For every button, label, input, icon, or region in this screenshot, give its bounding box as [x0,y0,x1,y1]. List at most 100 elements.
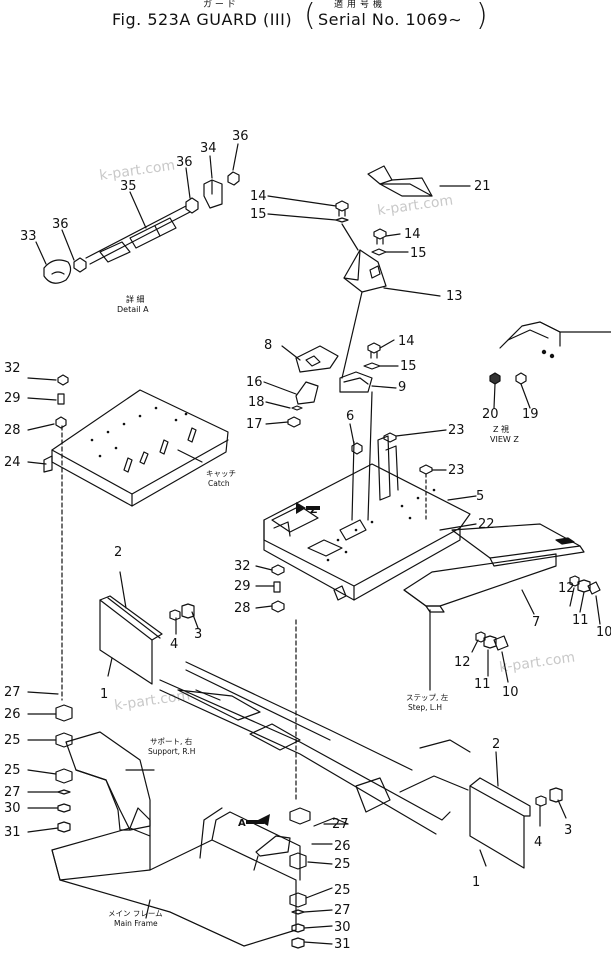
callout-12: 12 [558,581,575,596]
step-part-7 [403,553,557,615]
washer-part-28-left [55,416,67,429]
detail-label-jp: 詳 細 [126,294,145,304]
callout-26: 26 [4,707,21,722]
callout-4: 4 [170,637,178,652]
callout-3: 3 [564,823,572,838]
mudflap-part-1-right [469,751,531,869]
callout-25: 25 [4,733,21,748]
callout-3: 3 [194,627,202,642]
callout-36: 36 [176,155,193,170]
callout-21: 21 [474,179,491,194]
cap-part-32-left [57,374,69,386]
callout-7: 7 [532,615,540,630]
bracket-part-34 [203,179,223,209]
callout-19: 19 [522,407,539,422]
support-label-jp: サポート, 右 [150,736,193,746]
callout-27: 27 [332,817,349,832]
callout-33: 33 [20,229,37,244]
view-label-jp: Z 視 [493,425,509,434]
callout-16: 16 [246,375,263,390]
callout-4: 4 [534,835,542,850]
callout-2: 2 [492,737,500,752]
callout-12: 12 [454,655,471,670]
serial-paren-close: ) [476,0,488,33]
callout-23: 23 [448,423,465,438]
callout-32: 32 [4,361,21,376]
callout-25: 25 [4,763,21,778]
serial-label-japanese: 適用号機 [334,0,387,10]
callout-1: 1 [100,687,108,702]
step-guard-part-22 [451,523,585,567]
view-label: VIEW Z [490,435,519,444]
callout-14: 14 [250,189,267,204]
callout-26: 26 [334,839,351,854]
detail-a-drawing [35,143,240,284]
callout-36: 36 [232,129,249,144]
support-part-rh [65,731,155,831]
callout-32: 32 [234,559,251,574]
callout-25: 25 [334,857,351,872]
callout-1: 1 [472,875,480,890]
callout-14: 14 [398,334,415,349]
cover-part-9 [339,371,373,393]
nut-part-36-right [185,197,199,214]
callout-31: 31 [4,825,21,840]
callout-18: 18 [248,395,265,410]
callout-36: 36 [52,217,69,232]
callout-15: 15 [400,359,417,374]
bracket-part-13 [341,223,441,297]
main-frame-label: Main Frame [114,919,158,928]
mudflap-part-1-left [99,571,163,685]
arrow-a-icon [246,814,270,826]
callout-27: 27 [4,685,21,700]
callout-27: 27 [334,903,351,918]
watermark-1: k-part.com [98,158,176,184]
knob-part-33 [43,259,72,284]
step-label-jp: ステップ, 左 [406,692,449,702]
main-frame [51,807,301,947]
callout-10: 10 [502,685,519,700]
callout-10: 10 [596,625,611,640]
callout-11: 11 [572,613,589,628]
callout-15: 15 [410,246,427,261]
callout-28: 28 [234,601,251,616]
bracket-part-8 [281,345,339,373]
arrow-a-label: A [238,818,246,829]
detail-label: Detail A [117,305,149,314]
view-z-drawing [489,321,611,409]
watermark-4: k-part.com [498,650,576,676]
callout-29: 29 [4,391,21,406]
mount-part-26-right [289,807,311,825]
callout-30: 30 [334,920,351,935]
callout-23: 23 [448,463,465,478]
callout-20: 20 [482,407,499,422]
arrow-z-icon [296,502,320,514]
callout-28: 28 [4,423,21,438]
callout-14: 14 [404,227,421,242]
callout-35: 35 [120,179,137,194]
callout-29: 29 [234,579,251,594]
callout-34: 34 [200,141,217,156]
nut-part-36-left [73,257,87,273]
callout-15: 15 [250,207,267,222]
center-plate-part-5 [263,435,477,601]
bracket-part-16 [295,381,319,405]
watermark-3: k-part.com [113,688,191,714]
serial-number: Serial No. 1069∼ [318,10,463,29]
callout-2: 2 [114,545,122,560]
callout-25: 25 [334,883,351,898]
frame-rails [159,661,471,835]
mount-part-25-left [55,732,73,748]
callout-31: 31 [334,937,351,952]
nut-part-36-far [227,171,240,186]
callout-17: 17 [246,417,263,432]
serial-paren-open: ( [304,0,316,33]
catch-label-jp: キャッチ [206,469,236,478]
figure-title-japanese: ガ ー ド [203,0,236,10]
callout-27: 27 [4,785,21,800]
callout-8: 8 [264,338,272,353]
catch-label: Catch [208,479,230,488]
callout-9: 9 [398,380,406,395]
